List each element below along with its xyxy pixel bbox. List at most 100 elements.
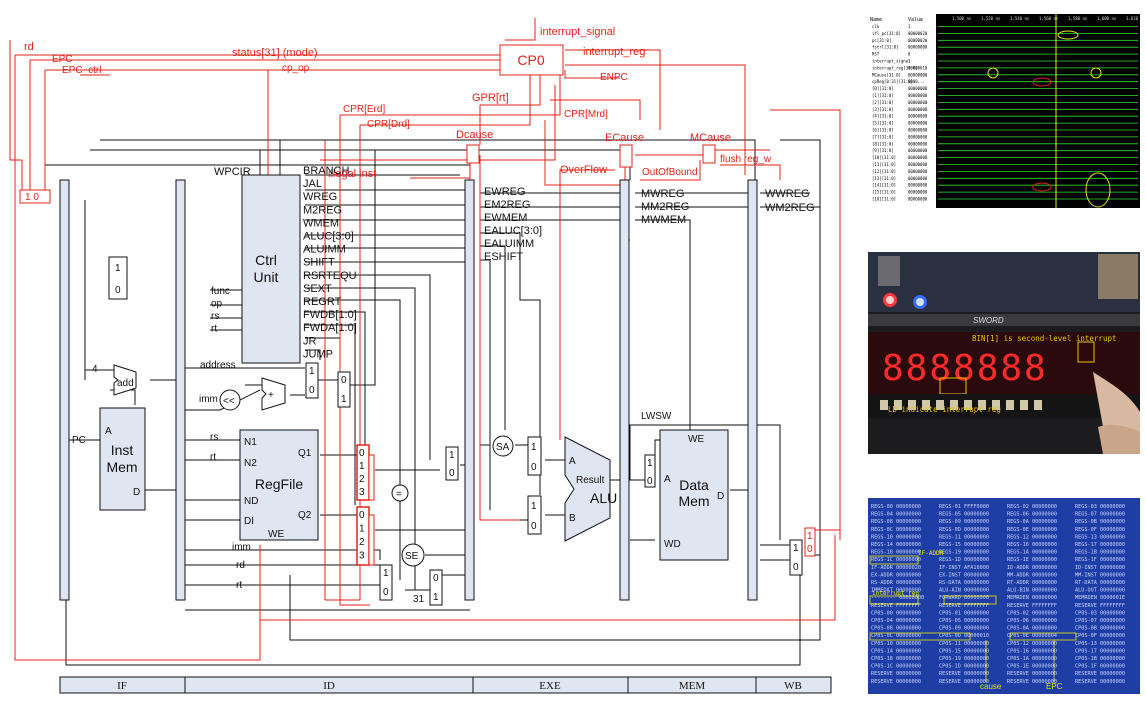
mux4-extra-a — [368, 454, 375, 501]
vga-register-cell: REGS-0C 00000000 — [871, 527, 921, 533]
sim-signal-name: [6][31:0] — [872, 128, 894, 133]
regfile-q2: Q2 — [298, 510, 312, 521]
board-svg: SWORD 8888888 BIN[1] is second-level int… — [868, 252, 1140, 454]
epc-ctrl-label: EPC_ctrl — [62, 65, 101, 76]
outofbound-label: OutOfBound — [642, 167, 698, 178]
vga-register-cell: REGS-00 00000000 — [871, 504, 921, 510]
pc-src-mux-b-0: 0 — [341, 375, 347, 386]
vga-register-cell: RESERVE 00000000 — [1007, 679, 1057, 685]
vga-register-cell: RESERVE 00000000 — [871, 679, 921, 685]
vga-register-cell: CP0S-02 00000000 — [1007, 610, 1057, 616]
sim-signal-value: 00000000 — [908, 134, 928, 139]
sim-time-tick: 1,520 ns — [981, 16, 1001, 21]
sim-signal-name: [3][31:0] — [872, 107, 894, 112]
id-output-mux — [445, 446, 459, 481]
regfile — [239, 429, 319, 541]
vga-register-cell: CP0S-1C 00000000 — [871, 664, 921, 670]
vga-register-cell: IMMEDAT 00000000 — [871, 588, 921, 594]
forward-a-input-2: 2 — [359, 474, 365, 485]
vga-register-cell: REGS-19 00000000 — [939, 550, 989, 556]
vga-register-cell: REGS-0D 00000000 — [939, 527, 989, 533]
four-label: 4 — [92, 364, 98, 375]
dest-mux-0: 0 — [383, 587, 389, 598]
jal-mux-1: 1 — [433, 592, 439, 603]
ecause-label: ECause — [605, 132, 644, 144]
sim-signal-name: [7][31:0] — [872, 134, 894, 139]
vga-register-cell: CP0S-13 00000000 — [1075, 641, 1125, 647]
rd-label: rd — [24, 41, 34, 53]
vga-register-cell: RESERVE FFFFFFFF — [1075, 603, 1125, 609]
forward-b-input-2: 2 — [359, 537, 365, 548]
flush-label: flush reg_w — [720, 154, 772, 165]
id-output-mux-0: 0 — [449, 468, 455, 479]
vga-register-cell: CP0S-10 00000000 — [871, 641, 921, 647]
vga-register-cell: REGS-07 00000000 — [1075, 512, 1125, 518]
mem-signal-mwreg: MWREG — [641, 188, 684, 200]
vga-register-cell: CP0S-12 00000000 — [1007, 641, 1057, 647]
ctrl-output-regrt: REGRT — [303, 296, 342, 308]
forward-b-input-0: 0 — [359, 510, 365, 521]
vga-register-cell: REGS-15 00000000 — [939, 542, 989, 548]
sim-signal-value: 00000010 — [908, 65, 928, 70]
alu-result: Result — [576, 475, 605, 486]
ctrl-output-wreg: WREG — [303, 191, 337, 203]
vga-register-cell: CP0S-0F 00000000 — [1075, 633, 1125, 639]
dcause-label: Dcause — [456, 129, 493, 141]
alu-a-mux — [527, 436, 542, 476]
vga-register-cell: REGS-18 00000000 — [871, 550, 921, 556]
overflow-label: OverFlow — [560, 164, 607, 176]
vga-register-cell: FORWARD 00000000 — [939, 595, 989, 601]
cp0-block — [499, 44, 564, 76]
inst-mem-d: D — [133, 487, 140, 498]
alu-b-mux-1: 1 — [531, 501, 537, 512]
board-brand: SWORD — [973, 316, 1004, 325]
data-mem-d: D — [717, 491, 724, 502]
equal-comparator — [391, 484, 409, 502]
sim-signal-value: 00000000 — [908, 121, 928, 126]
ctrl-output-branch: BRANCH — [303, 165, 350, 177]
alu — [564, 436, 611, 542]
id-output-mux-1: 1 — [449, 450, 455, 461]
dest-mux — [379, 564, 393, 601]
vga-register-cell: RESERVE 00000000 — [1007, 671, 1057, 677]
lwsw-mux-1: 1 — [647, 458, 653, 469]
vga-register-cell: REGS-01 FFFF0000 — [939, 504, 989, 510]
branch-adder-label: + — [268, 390, 274, 401]
pc-src-mux-b — [337, 371, 351, 408]
vga-annotation-interrupt: interrupt_reg — [872, 590, 919, 597]
vga-register-cell: IF-ADDR 00000020 — [871, 565, 921, 571]
data-mem-label-1: Data — [679, 477, 709, 493]
inst-mem-label-2: Mem — [106, 459, 137, 475]
vga-register-cell: CP0S-0D 00000010 — [939, 633, 989, 639]
rd-input-label: rd — [236, 560, 245, 571]
vga-annotation-cause: cause — [980, 682, 1002, 691]
vga-register-cell: CP0S-19 00000000 — [939, 656, 989, 662]
sim-signal-name: [16][31:0] — [872, 197, 896, 202]
sign-extend-label: SE — [405, 551, 419, 562]
vga-register-cell: CP0S-03 00000000 — [1075, 610, 1125, 616]
vga-register-cell: RESERVE 00000000 — [939, 679, 989, 685]
sim-signal-value: 00000000 — [908, 86, 928, 91]
dest-mux-1: 1 — [383, 568, 389, 579]
alu-label: ALU — [590, 490, 617, 506]
vga-register-cell: REGS-10 00000000 — [871, 534, 921, 540]
alu-port-b: B — [569, 513, 576, 524]
sign-extend — [401, 543, 425, 567]
ctrl-input-func: func — [211, 286, 230, 297]
sim-time-tick: 1,600 ns — [1097, 16, 1117, 21]
thirty-one-label: 31 — [413, 594, 425, 605]
ctrl-output-wmem: WMEM — [303, 217, 339, 229]
sim-header-value: Value — [908, 17, 923, 23]
vga-register-cell: CP0S-06 00000000 — [1007, 618, 1057, 624]
equal-label: = — [396, 489, 402, 500]
gpr-rt-label: GPR[rt] — [472, 92, 509, 104]
alu-port-a: A — [569, 456, 576, 467]
lwsw-label: LWSW — [641, 411, 672, 422]
wb-cp0-mux-0: 0 — [807, 544, 813, 555]
